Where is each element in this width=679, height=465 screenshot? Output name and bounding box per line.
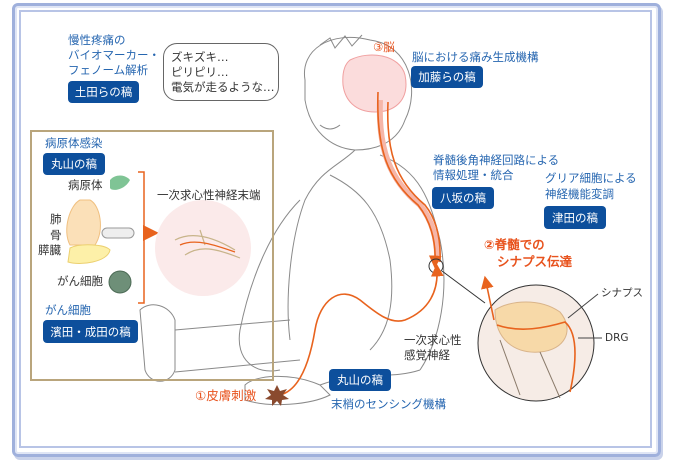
badge-tsuda[interactable]: 津田の稿 — [544, 206, 606, 229]
magnify-line — [441, 270, 486, 304]
peripheral-desc: 末梢のセンシング機構 — [331, 397, 446, 411]
torso-line — [379, 154, 445, 371]
ascending-arrow — [386, 101, 441, 263]
cancer-title: がん細胞 — [45, 303, 91, 317]
spinal-step-line: シナプス伝達 — [497, 254, 573, 269]
pathogen-label: 病原体 — [68, 178, 103, 192]
biomarker-line: 慢性疼痛の — [68, 33, 126, 47]
head — [303, 36, 413, 151]
skin-step: ①皮膚刺激 — [195, 388, 257, 403]
biomarker-line: バイオマーカー・ — [68, 48, 160, 62]
cancer-cell-label: がん細胞 — [57, 274, 103, 288]
outer-frame — [12, 3, 661, 457]
brain-desc: 脳における痛み生成機構 — [412, 50, 539, 64]
nerve-ending-circle — [155, 200, 251, 296]
inner-frame — [19, 10, 652, 448]
hair — [319, 34, 363, 49]
nerve-ending-label: 一次求心性神経末端 — [157, 188, 261, 202]
speech-line: ピリピリ… — [171, 65, 229, 79]
descending-arrow — [376, 91, 442, 269]
synapse-label: シナプス — [601, 287, 643, 299]
badge-maruyama-2[interactable]: 丸山の稿 — [329, 369, 391, 391]
brain-step: ③脳 — [373, 40, 395, 54]
afferent-line: 感覚神経 — [404, 348, 450, 362]
back-line — [287, 149, 356, 341]
foot-right — [244, 375, 331, 406]
badge-yasaka[interactable]: 八坂の稿 — [432, 187, 494, 209]
lung-label: 肺 — [50, 212, 62, 226]
infection-box — [30, 130, 274, 381]
drg-label: DRG — [605, 332, 629, 344]
dorsal-horn-line: 脊髄後角神経回路による — [433, 153, 560, 167]
speech-bubble — [163, 43, 279, 101]
afferent-nerve-arrow — [279, 263, 444, 396]
foot-left — [139, 304, 176, 382]
pathogen-icon — [110, 175, 130, 190]
infection-title: 病原体感染 — [45, 136, 103, 150]
brain-shape — [342, 54, 407, 113]
badge-kato[interactable]: 加藤らの稿 — [411, 66, 483, 88]
dorsal-horn-line: 情報処理・統合 — [433, 168, 514, 182]
bone-label: 骨 — [50, 228, 62, 242]
cancer-cell-icon — [108, 270, 132, 294]
spinal-step-line: ②脊髄での — [484, 237, 545, 252]
badge-tsuchida[interactable]: 土田らの稿 — [68, 81, 139, 103]
biomarker-line: フェノーム解析 — [68, 63, 149, 77]
speech-line: 電気が走るような… — [171, 80, 275, 94]
spinal-cord-path — [376, 99, 441, 263]
pancreas-icon — [67, 244, 111, 264]
speech-line: ズキズキ… — [171, 50, 229, 64]
badge-maruyama-1[interactable]: 丸山の稿 — [43, 153, 105, 175]
pancreas-label: 膵臓 — [38, 243, 61, 257]
glia-line: 神経機能変調 — [545, 187, 614, 201]
starburst-icon — [265, 385, 289, 406]
glia-line: グリア細胞による — [545, 171, 637, 185]
spinal-inset — [477, 275, 602, 402]
afferent-line: 一次求心性 — [404, 333, 462, 347]
bone-icon — [101, 227, 135, 239]
badge-hamada-narita[interactable]: 濱田・成田の稿 — [43, 320, 138, 343]
